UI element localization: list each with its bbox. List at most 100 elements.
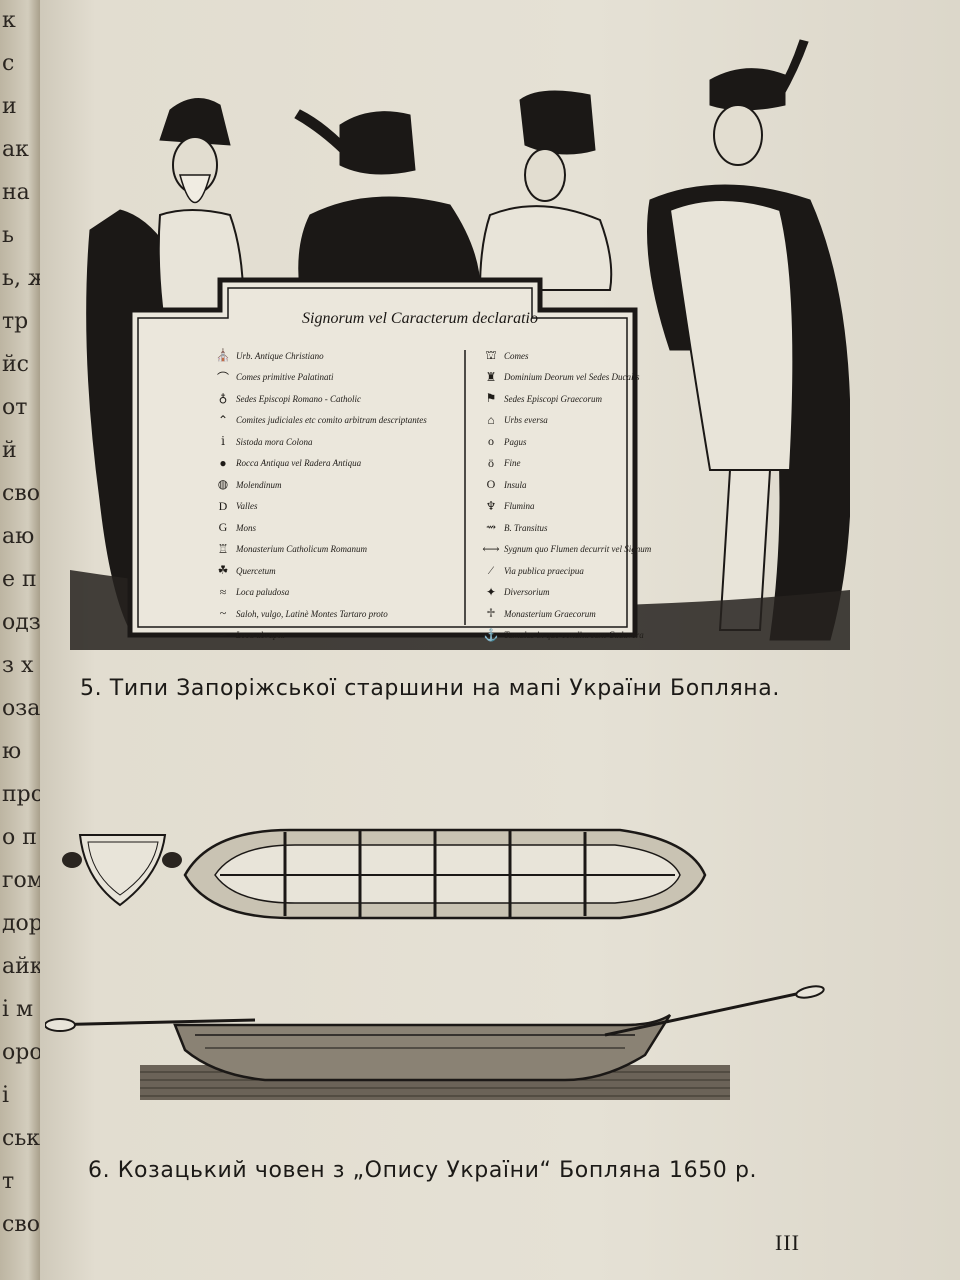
legend-title: Signorum vel Caracterum declaratio bbox=[302, 310, 538, 327]
margin-fragment: гом bbox=[2, 868, 40, 893]
margin-fragment: й bbox=[2, 438, 17, 463]
margin-fragment: тр bbox=[2, 309, 29, 334]
legend-row: ⇝B. Transitus bbox=[478, 517, 708, 539]
margin-fragment: сво bbox=[2, 481, 40, 506]
legend-symbol-icon: ✦ bbox=[485, 584, 497, 599]
legend-row: ~ Saloh, vulgo, Latinè Montes Tartaro pro… bbox=[210, 603, 440, 625]
legend-label: Sygnum quo Flumen decurrit vel Signum bbox=[504, 544, 652, 555]
legend-row: ∽Loca abrupta bbox=[210, 625, 440, 647]
figure-4-coat bbox=[668, 199, 795, 471]
legend-label: Monasterium Graecorum bbox=[504, 608, 596, 619]
legend-row: ♁Sedes Episcopi Romano - Catholic bbox=[210, 388, 440, 410]
legend-label: Valles bbox=[236, 501, 258, 512]
margin-fragment: одз bbox=[2, 610, 40, 635]
margin-fragment: і м bbox=[2, 997, 34, 1022]
legend-row: ⌂Urbs eversa bbox=[478, 410, 708, 432]
legend-row: ♱ Monasterium Graecorum bbox=[478, 603, 708, 625]
margin-fragment: т bbox=[2, 1169, 15, 1194]
legend-symbol-icon: ~ bbox=[219, 606, 227, 621]
legend-row: ♖ Monasterium Catholicum Romanum bbox=[210, 539, 440, 561]
legend-cartouche bbox=[127, 277, 638, 638]
legend-row: ◍ Molendinum bbox=[210, 474, 440, 496]
figure-2-fur-collar bbox=[298, 196, 481, 291]
legend-label: Mons bbox=[236, 522, 256, 533]
legend-symbol-icon: ⅰ bbox=[221, 434, 225, 449]
legend-label: Flumina bbox=[504, 501, 535, 512]
margin-fragment: айк bbox=[2, 954, 40, 979]
legend-symbol-icon: ♜ bbox=[485, 369, 497, 384]
legend-label: Urbs eversa bbox=[504, 415, 548, 426]
figure-3-coat bbox=[478, 205, 613, 291]
legend-row: ≈Loca paludosa bbox=[210, 582, 440, 604]
legend-row: ⁄ Via publica praecipua bbox=[478, 560, 708, 582]
page-number: III bbox=[775, 1230, 800, 1255]
legend-symbol-icon: ♁ bbox=[218, 391, 228, 406]
figure-1-hat bbox=[159, 98, 231, 146]
legend-symbol-icon: ⚓ bbox=[483, 627, 499, 642]
legend-label: Tumulus in quo condita sunt Cadavera bbox=[504, 630, 644, 641]
boat-cross-section bbox=[62, 834, 182, 907]
legend-symbol-icon: O bbox=[486, 477, 496, 492]
margin-fragment: йс bbox=[2, 352, 29, 377]
margin-fragment: оза bbox=[2, 696, 40, 721]
legend-label: Fine bbox=[504, 458, 521, 469]
legend-symbol-icon: ⌒ bbox=[216, 370, 229, 385]
legend-row: ⅰ Sistoda mora Colona bbox=[210, 431, 440, 453]
legend-symbol-icon: ◍ bbox=[217, 477, 229, 492]
legend-label: Comes bbox=[504, 350, 529, 361]
legend-row: D Valles bbox=[210, 496, 440, 518]
legend-symbol-icon: ≈ bbox=[219, 584, 227, 599]
margin-fragment: ськ bbox=[2, 1126, 40, 1151]
figure-6-caption: 6. Козацький човен з „Опису України“ Боп… bbox=[88, 1158, 758, 1183]
legend-label: Loca abrupta bbox=[236, 630, 285, 641]
legend-symbol-icon: ⌃ bbox=[217, 412, 229, 427]
legend-label: B. Transitus bbox=[504, 522, 548, 533]
legend-row: ⚑Sedes Episcopi Graecorum bbox=[478, 388, 708, 410]
margin-fragment: на bbox=[2, 180, 30, 205]
legend-row: ö Fine bbox=[478, 453, 708, 475]
legend-symbol-icon: ⚑ bbox=[485, 391, 497, 406]
figure-2-hat bbox=[339, 111, 416, 175]
legend-symbol-icon: D bbox=[218, 498, 228, 513]
legend-row: ☘Quercetum bbox=[210, 560, 440, 582]
margin-fragment: от bbox=[2, 395, 28, 420]
legend-symbol-icon: ☘ bbox=[217, 563, 229, 578]
margin-fragment: к bbox=[2, 8, 16, 33]
legend-symbol-icon: ♱ bbox=[486, 606, 496, 621]
figure-5-caption: 5. Типи Запоріжської старшини на мапі Ук… bbox=[80, 676, 780, 701]
margin-fragment: оро bbox=[2, 1040, 40, 1065]
margin-fragment: ю bbox=[2, 739, 22, 764]
legend-symbol-icon: ♆ bbox=[485, 498, 497, 513]
margin-fragment: сво bbox=[2, 1212, 40, 1237]
legend-label: Urb. Antique Christiano bbox=[236, 350, 324, 361]
legend-label: Molendinum bbox=[236, 479, 282, 490]
legend-label: Diversorium bbox=[504, 587, 550, 598]
legend-symbol-icon: ⁄ bbox=[489, 563, 492, 578]
legend-label: Monasterium Catholicum Romanum bbox=[236, 544, 367, 555]
legend-label: Pagus bbox=[504, 436, 527, 447]
legend-column-right: ⛫Comes♜Dominium Deorum vel Sedes Ducalis… bbox=[478, 345, 708, 646]
legend-label: Via publica praecipua bbox=[504, 565, 584, 576]
legend-symbol-icon: ö bbox=[488, 455, 494, 470]
margin-fragment: о п bbox=[2, 825, 37, 850]
legend-label: Rocca Antiqua vel Radera Antiqua bbox=[236, 458, 362, 469]
legend-row: o Pagus bbox=[478, 431, 708, 453]
legend-symbol-icon: G bbox=[218, 520, 228, 535]
legend-row: ⌃ Comites judiciales etc comito arbitram … bbox=[210, 410, 440, 432]
legend-symbol-icon: ● bbox=[219, 455, 227, 470]
margin-fragment: ак bbox=[2, 137, 29, 162]
boat-hull-top bbox=[183, 828, 707, 920]
legend-symbol-icon: ⟷ bbox=[482, 541, 500, 556]
legend-label: Sistoda mora Colona bbox=[236, 436, 313, 447]
legend-row: ⛪Urb. Antique Christiano bbox=[210, 345, 440, 367]
legend-symbol-icon: ⛫ bbox=[485, 347, 497, 362]
legend-symbol-icon: o bbox=[488, 434, 494, 449]
legend-row: ⛫ Comes bbox=[478, 345, 708, 367]
boat-plan-view bbox=[62, 828, 707, 920]
legend-symbol-icon: ♖ bbox=[217, 541, 229, 556]
legend-label: Comites judiciales etc comito arbitram d… bbox=[236, 415, 427, 426]
legend-label: Saloh, vulgo, Latinè Montes Tartaro prot… bbox=[236, 608, 388, 619]
margin-fragment: е п bbox=[2, 567, 37, 592]
